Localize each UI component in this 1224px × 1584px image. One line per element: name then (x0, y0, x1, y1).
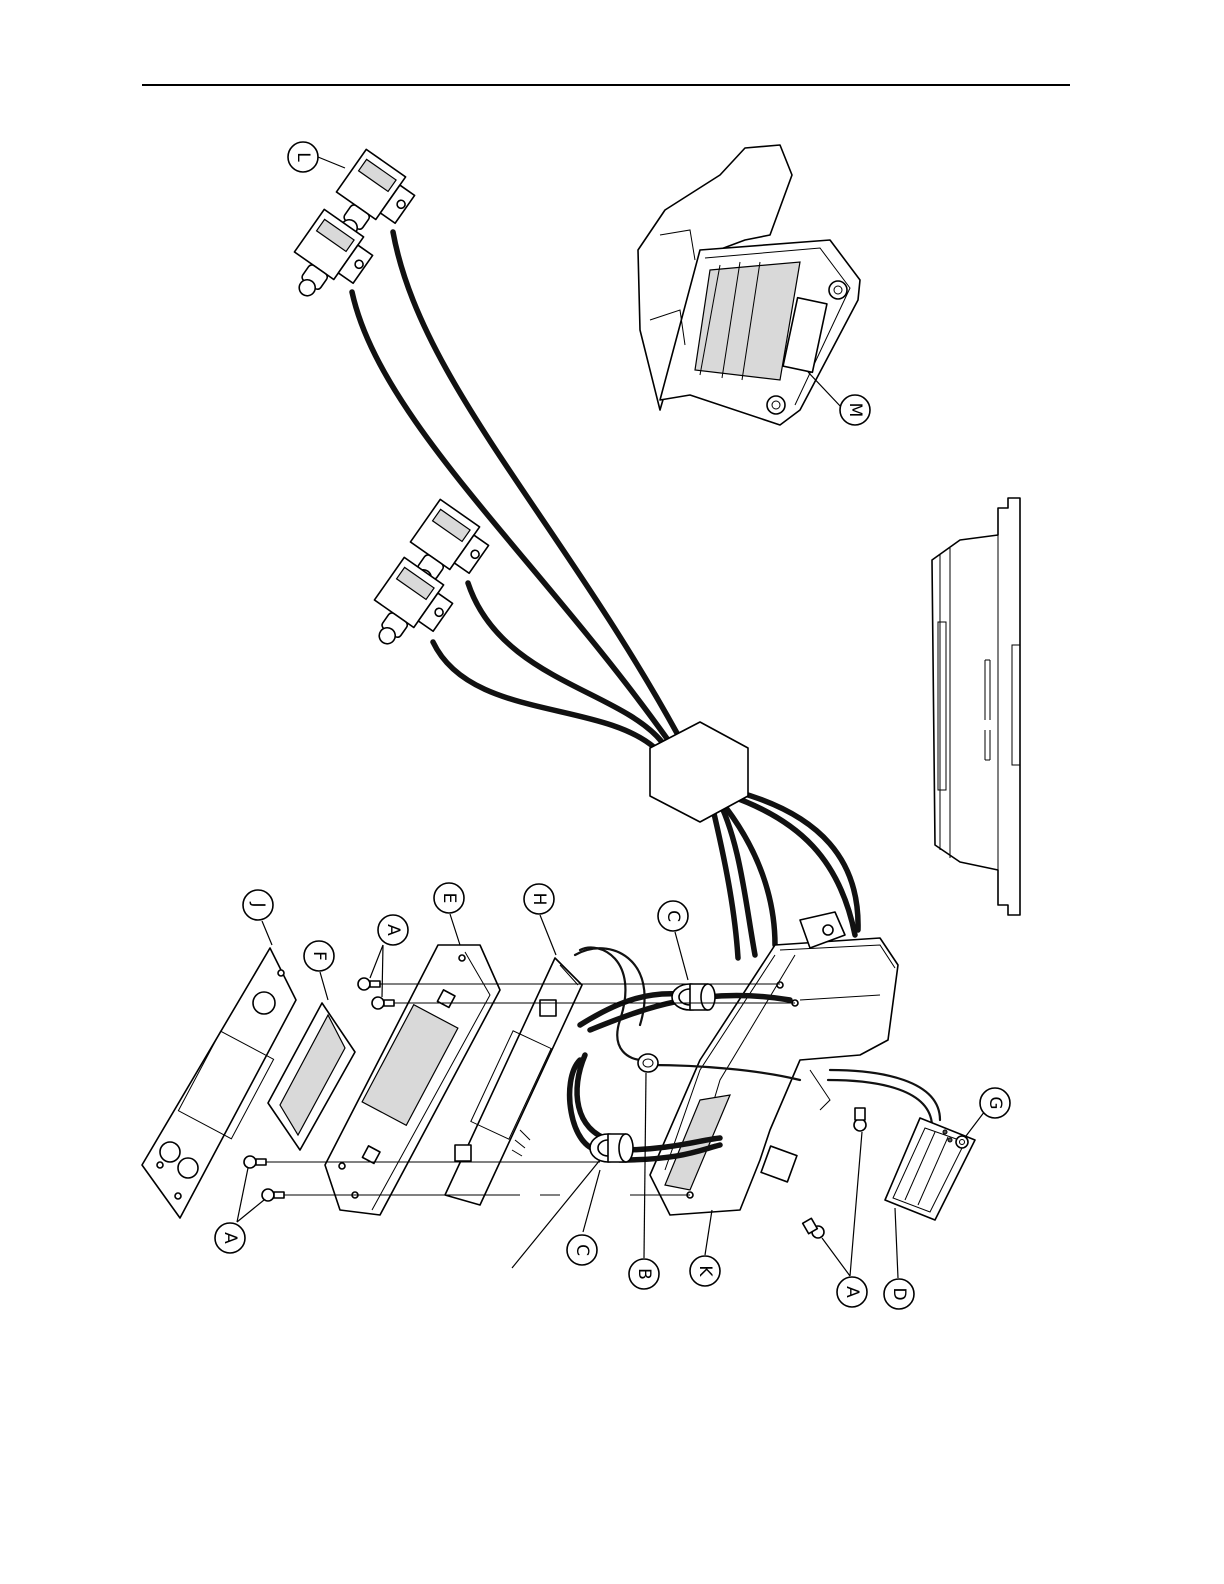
callout-K-label: K (695, 1265, 715, 1277)
connector-L-pair (277, 149, 420, 314)
callout-L-label: L (293, 152, 313, 162)
part-C-grommet-lower (590, 1134, 633, 1162)
callout-J: J (243, 890, 273, 920)
part-J-gasket (142, 948, 296, 1218)
part-B-plug (638, 1054, 658, 1072)
callout-E-label: E (439, 893, 459, 904)
callout-K: K (690, 1256, 720, 1286)
callout-A-left: A (215, 1223, 245, 1253)
callout-B: B (629, 1259, 659, 1289)
callout-F-label: F (309, 951, 329, 961)
callout-M: M (840, 395, 870, 425)
connector-middle-pair (357, 499, 494, 662)
callout-F: F (304, 941, 334, 971)
callout-J-label: J (248, 901, 268, 907)
callout-A-upper-label: A (383, 924, 403, 936)
callout-G: G (980, 1088, 1010, 1118)
part-C-grommet-upper (672, 984, 715, 1010)
callout-H: H (524, 884, 554, 914)
part-K-housing (650, 912, 898, 1215)
callout-G-label: G (985, 1096, 1005, 1109)
screw-A-5 (854, 1108, 866, 1131)
callout-D: D (884, 1279, 914, 1309)
callout-C-lower-label: C (572, 1244, 592, 1256)
callout-C-lower: C (567, 1235, 597, 1265)
side-elevation-view (932, 498, 1020, 915)
callout-M-label: M (845, 403, 865, 418)
screw-A-2 (372, 997, 394, 1009)
callout-A-upper: A (378, 915, 408, 945)
callout-D-label: D (889, 1287, 909, 1300)
callout-A-right: A (837, 1277, 867, 1307)
leader-lines (237, 157, 988, 1278)
callout-B-label: B (634, 1268, 654, 1280)
screw-A-4 (262, 1189, 284, 1201)
callout-L: L (288, 142, 318, 172)
screw-A-3 (244, 1156, 266, 1168)
callout-A-right-label: A (842, 1286, 862, 1298)
callout-E: E (434, 883, 464, 913)
callout-C-upper: C (658, 901, 688, 931)
callout-A-left-label: A (220, 1232, 240, 1244)
part-D-battery-holder (885, 1118, 975, 1220)
screw-A-6 (803, 1218, 824, 1238)
part-M-bracket (638, 145, 860, 425)
callout-H-label: H (529, 893, 549, 906)
callout-C-upper-label: C (663, 910, 683, 922)
screw-A-1 (358, 978, 380, 990)
